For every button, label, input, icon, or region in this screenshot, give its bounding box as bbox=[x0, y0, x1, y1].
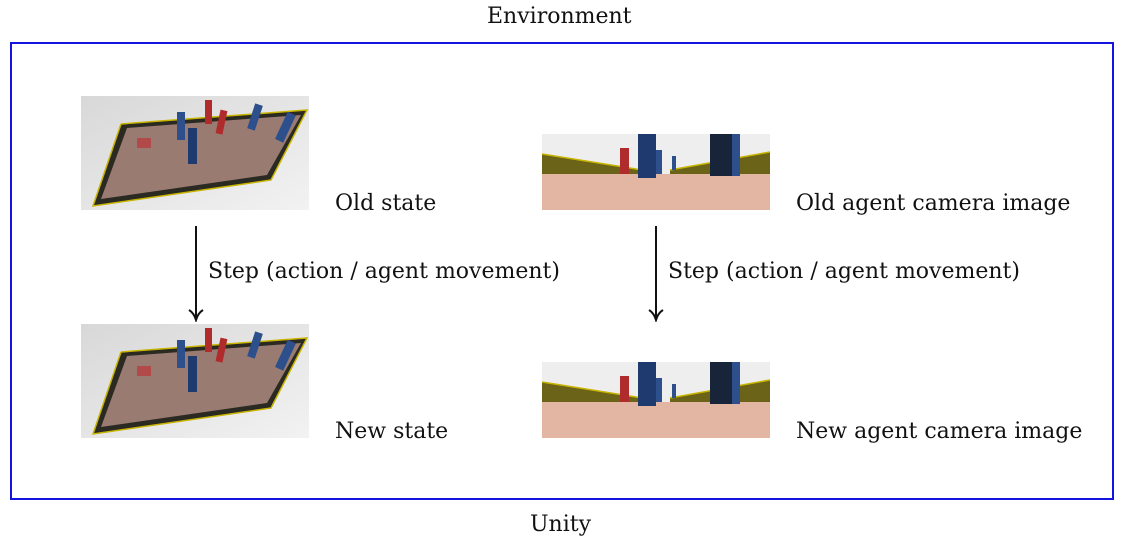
right-step-arrow bbox=[648, 226, 664, 322]
right-step-label: Step (action / agent movement) bbox=[668, 259, 1020, 284]
new-camera-label: New agent camera image bbox=[796, 419, 1083, 444]
old-camera-label: Old agent camera image bbox=[796, 191, 1071, 216]
unity-label: Unity bbox=[530, 512, 592, 537]
old-state-label: Old state bbox=[335, 191, 437, 216]
left-step-arrow bbox=[188, 226, 204, 322]
old-state-image bbox=[81, 96, 309, 210]
environment-frame bbox=[10, 42, 1114, 500]
new-state-label: New state bbox=[335, 419, 449, 444]
environment-title: Environment bbox=[487, 4, 632, 29]
left-step-label: Step (action / agent movement) bbox=[208, 259, 560, 284]
new-camera-image bbox=[542, 362, 770, 438]
old-camera-image bbox=[542, 134, 770, 210]
new-state-image bbox=[81, 324, 309, 438]
